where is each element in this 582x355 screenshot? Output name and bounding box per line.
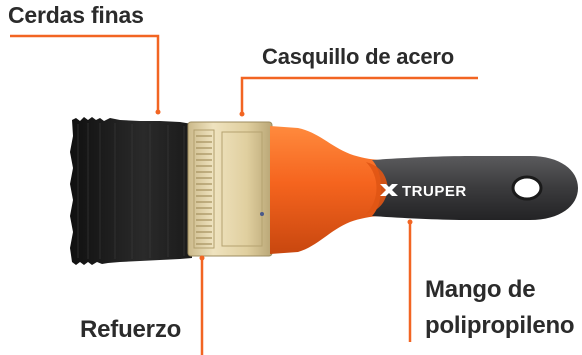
bristles — [70, 117, 192, 265]
label-casquillo-de-acero: Casquillo de acero — [262, 44, 455, 69]
hanging-hole — [511, 175, 543, 201]
polypropylene-handle — [270, 126, 578, 254]
truper-symbol-icon — [380, 184, 398, 196]
handle-grip — [372, 156, 578, 220]
leader-lines — [10, 34, 478, 355]
truper-logo: TRUPER — [380, 183, 467, 200]
label-cerdas-finas: Cerdas finas — [8, 2, 144, 28]
steel-ferrule — [187, 121, 273, 257]
truper-wordmark: TRUPER — [402, 183, 467, 200]
label-mango-line1: Mango de — [425, 276, 536, 303]
label-mango-line2: polipropileno — [425, 312, 575, 339]
leader-casquillo — [240, 76, 478, 114]
leader-cerdas — [10, 34, 160, 112]
label-refuerzo: Refuerzo — [80, 316, 182, 343]
